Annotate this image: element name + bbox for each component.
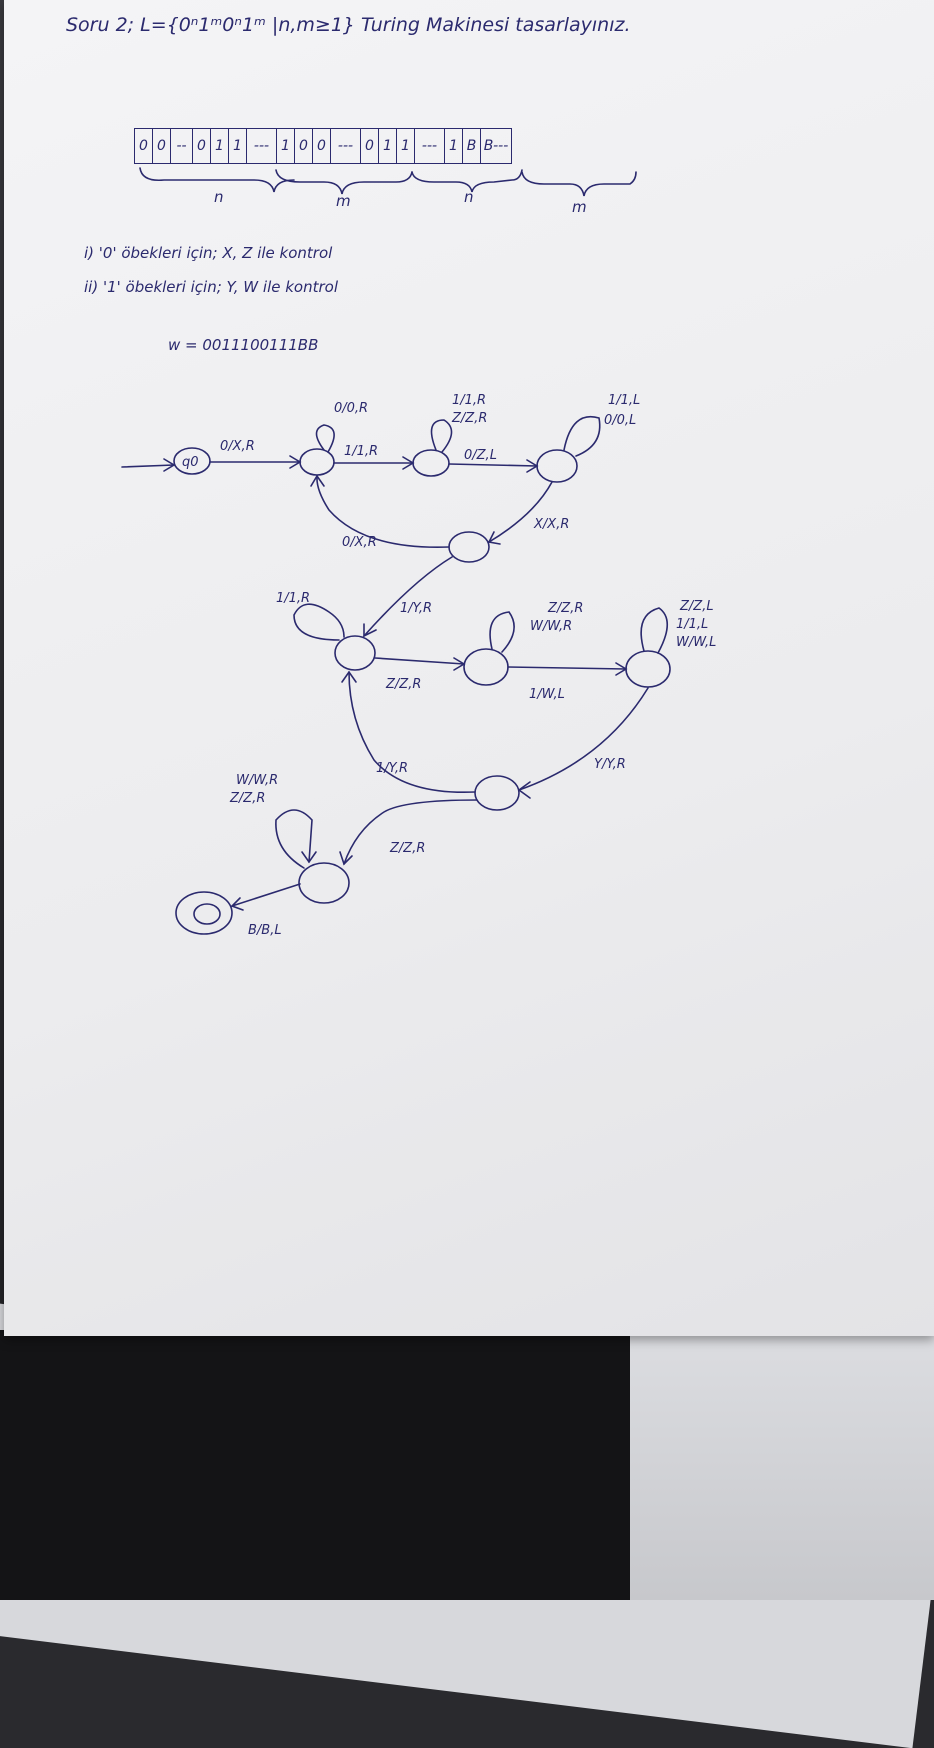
label-q5-q6: Z/Z,R xyxy=(385,677,421,692)
tape-cell: 1 xyxy=(445,129,463,163)
label-q2-loop-a: 1/1,R xyxy=(452,393,486,408)
label-q7-q8: Y/Y,R xyxy=(594,757,626,772)
state-q0 xyxy=(173,447,211,475)
label-q4-q1: 0/X,R xyxy=(342,535,377,550)
tape-cell: --- xyxy=(415,129,445,163)
note-line-1: i) '0' öbekleri için; X, Z ile kontrol xyxy=(84,244,333,262)
label-q7-loop-a: Z/Z,L xyxy=(679,599,714,614)
state-q3 xyxy=(536,449,578,483)
tape-cell: 0 xyxy=(135,129,153,163)
tape-cell: --- xyxy=(247,129,277,163)
transitions xyxy=(121,415,669,911)
brace-label-n2: n xyxy=(464,188,474,206)
label-q7-loop-b: 1/1,L xyxy=(676,617,708,632)
tape-braces: n m n m xyxy=(139,167,637,216)
brace-label-m2: m xyxy=(572,198,587,216)
state-q5 xyxy=(334,635,376,671)
state-q2 xyxy=(412,449,450,477)
label-q1-loop: 0/0,R xyxy=(334,401,368,416)
tape-cell: 1 xyxy=(229,129,247,163)
state-q7 xyxy=(625,650,671,688)
label-q6-loop-a: Z/Z,R xyxy=(547,601,583,616)
state-final-inner xyxy=(193,903,221,925)
input-word: w = 0011100111BB xyxy=(168,336,319,354)
label-q6-q7: 1/W,L xyxy=(529,687,565,702)
label-q9-loop-b: Z/Z,R xyxy=(229,791,265,806)
tape-cell: 1 xyxy=(397,129,415,163)
state-final-outer xyxy=(175,891,233,935)
question-title: Soru 2; L={0ⁿ1ᵐ0ⁿ1ᵐ |n,m≥1} Turing Makin… xyxy=(66,14,631,36)
tape-cell: B--- xyxy=(483,138,509,154)
tape-cell: 1 xyxy=(211,129,229,163)
label-q9-final: B/B,L xyxy=(248,923,282,938)
tape-cell: 0 xyxy=(361,129,379,163)
tape-cell: 0 xyxy=(313,129,331,163)
label-q7-loop-c: W/W,L xyxy=(676,635,716,650)
paper-sheet: Soru 2; L={0ⁿ1ᵐ0ⁿ1ᵐ |n,m≥1} Turing Makin… xyxy=(4,0,934,1336)
tape-cell: -- xyxy=(171,129,193,163)
tape-cell: 0 xyxy=(153,129,171,163)
tape-cell: 0 xyxy=(193,129,211,163)
label-q3-loop-a: 1/1,L xyxy=(608,393,640,408)
brace-label-n1: n xyxy=(214,188,224,206)
label-q2-loop-b: Z/Z,R xyxy=(451,411,487,426)
label-q5-loop: 1/1,R xyxy=(276,591,310,606)
state-q9 xyxy=(298,862,350,904)
brace-label-m1: m xyxy=(336,192,351,210)
states: q0 xyxy=(173,447,671,935)
tape-cell: 1 xyxy=(379,129,397,163)
label-q3-q4: X/X,R xyxy=(533,517,569,532)
label-start-trans: 0/X,R xyxy=(220,439,255,454)
tape-cell: --- xyxy=(331,129,361,163)
diagram-svg: n m n m q0 xyxy=(121,167,716,938)
state-q0-label: q0 xyxy=(182,455,199,470)
side-paper xyxy=(630,1330,934,1600)
dark-shadow xyxy=(0,1330,680,1600)
label-q8-q5: 1/Y,R xyxy=(376,761,408,776)
transition-labels: 0/X,R 0/0,R 1/1,R 1/1,R Z/Z,R 0/Z,L 1/1,… xyxy=(220,393,716,938)
note-line-2: ii) '1' öbekleri için; Y, W ile kontrol xyxy=(84,278,338,296)
label-q9-loop-a: W/W,R xyxy=(236,773,278,788)
state-q8 xyxy=(474,775,520,811)
label-q1-q2: 1/1,R xyxy=(344,444,378,459)
label-q4-q5: 1/Y,R xyxy=(400,601,432,616)
label-q3-loop-b: 0/0,L xyxy=(604,413,636,428)
state-q4 xyxy=(448,531,490,563)
label-q6-loop-b: W/W,R xyxy=(530,619,572,634)
state-q1 xyxy=(299,448,335,476)
label-q8-q9: Z/Z,R xyxy=(389,841,425,856)
tape-cell: 1 xyxy=(277,129,295,163)
tape-cell: 0 xyxy=(295,129,313,163)
state-q6 xyxy=(463,648,509,686)
tape-cell: B xyxy=(463,129,481,163)
label-q2-q3: 0/Z,L xyxy=(464,448,497,463)
